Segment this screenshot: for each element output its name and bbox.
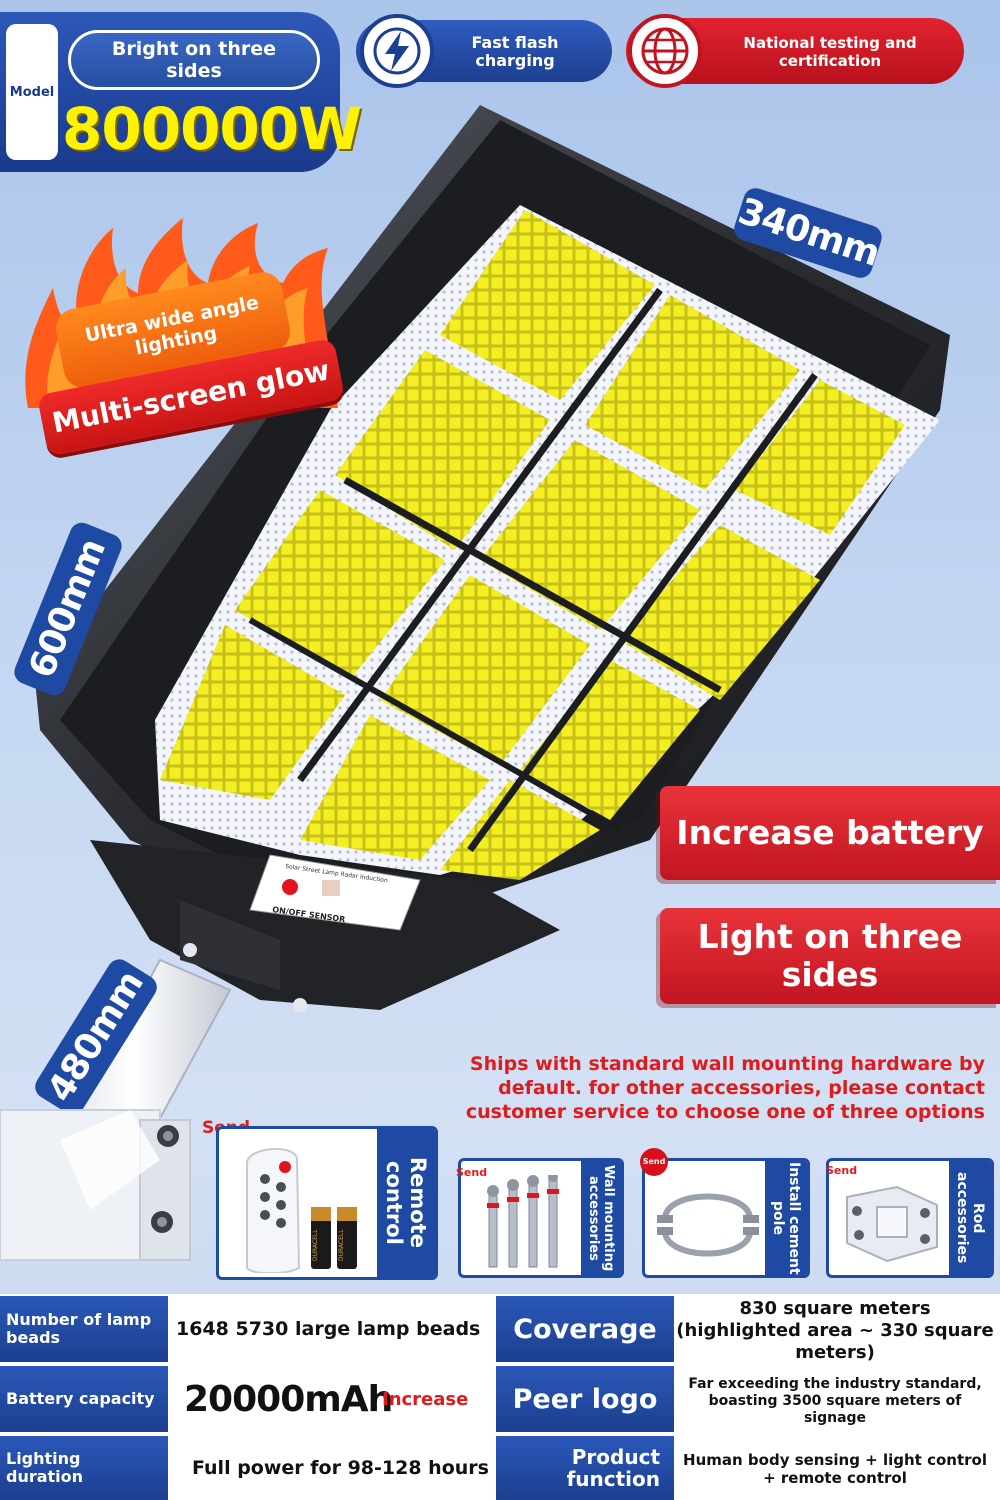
remote-control-icon: DURACELL DURACELL <box>246 1147 357 1273</box>
cement-pole-label: Install cement pole <box>765 1161 807 1275</box>
lighting-duration-value: Full power for 98-128 hours <box>192 1457 489 1479</box>
wall-mounting-label: Wall mounting accessories <box>581 1161 621 1275</box>
power-rating: 800000W <box>62 95 362 163</box>
coverage-label: Coverage <box>496 1296 674 1362</box>
rod-accessories-label: Rod accessories <box>949 1161 991 1275</box>
sensor-button-icon <box>282 879 298 895</box>
cement-pole-card[interactable]: Install cement pole <box>642 1158 810 1278</box>
rod-accessories-card[interactable]: Rod accessories <box>826 1158 994 1278</box>
wall-mounting-card[interactable]: Wall mounting accessories <box>458 1158 624 1278</box>
wall-bracket-image <box>0 1109 191 1261</box>
coverage-value: 830 square meters (highlighted area ~ 33… <box>676 1298 994 1363</box>
shipping-note: Ships with standard wall mounting hardwa… <box>465 1053 985 1123</box>
pole-clamp-icon <box>657 1193 759 1257</box>
bright-three-sides-label: Bright on three sides <box>68 30 320 90</box>
send-label: Send <box>826 1164 858 1177</box>
battery-brand-label: DURACELL <box>338 1229 345 1261</box>
expansion-bolts-icon <box>487 1175 559 1268</box>
product-function-label: Product function <box>496 1436 674 1500</box>
peer-logo-label: Peer logo <box>496 1366 674 1432</box>
lighting-duration-label: Lighting duration <box>0 1436 168 1500</box>
lightning-icon <box>360 14 434 88</box>
beads-label: Number of lamp beads <box>0 1296 168 1362</box>
send-badge: Send <box>640 1148 668 1176</box>
battery-brand-label: DURACELL <box>312 1229 319 1261</box>
battery-capacity-value: 20000mAh <box>184 1378 393 1420</box>
send-label: Send <box>456 1166 488 1179</box>
remote-control-card[interactable]: DURACELL DURACELL Remote control <box>216 1126 438 1280</box>
street-lamp-illustration: Solar Street Lamp Radar Induction ON/OFF… <box>35 105 950 1212</box>
product-function-value: Human body sensing + light control + rem… <box>683 1451 987 1487</box>
beads-value: 1648 5730 large lamp beads <box>176 1318 481 1340</box>
fast-charging-label: Fast flash charging <box>471 33 559 70</box>
rod-bracket-icon <box>846 1185 938 1263</box>
peer-logo-value: Far exceeding the industry standard, boa… <box>688 1375 982 1426</box>
three-sides-badge: Light on three sides <box>660 908 1000 1004</box>
battery-capacity-label: Battery capacity <box>0 1366 168 1432</box>
certification-label: National testing and certification <box>743 34 917 70</box>
model-label: Model <box>6 24 58 160</box>
battery-increase-tag: Increase <box>382 1388 469 1410</box>
globe-icon <box>628 14 702 88</box>
remote-control-label: Remote control <box>377 1129 435 1277</box>
increase-battery-badge: Increase battery <box>660 786 1000 880</box>
